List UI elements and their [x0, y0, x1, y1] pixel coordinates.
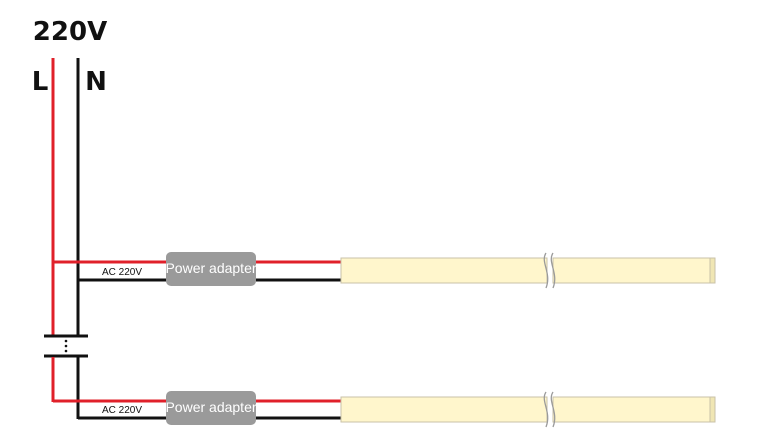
branch-2-adapter-label: Power adapter [165, 399, 256, 415]
branch-2-power-adapter [166, 391, 256, 425]
supply-voltage-label: 220V [33, 17, 107, 47]
continuation-dots [64, 339, 68, 353]
live-label: L [32, 67, 49, 97]
branch-1-ac-label: AC 220V [102, 267, 142, 278]
branch-2-ac-label: AC 220V [102, 405, 142, 416]
branch-1-power-adapter [166, 252, 256, 286]
branch-1-adapter-label: Power adapter [165, 260, 256, 276]
branch-1: AC 220V Power adapter [53, 252, 716, 289]
branch-2: AC 220V Power adapter [53, 391, 716, 428]
branch-2-led-strip [340, 391, 716, 428]
branch-1-led-strip [340, 252, 716, 289]
neutral-label: N [85, 67, 107, 97]
